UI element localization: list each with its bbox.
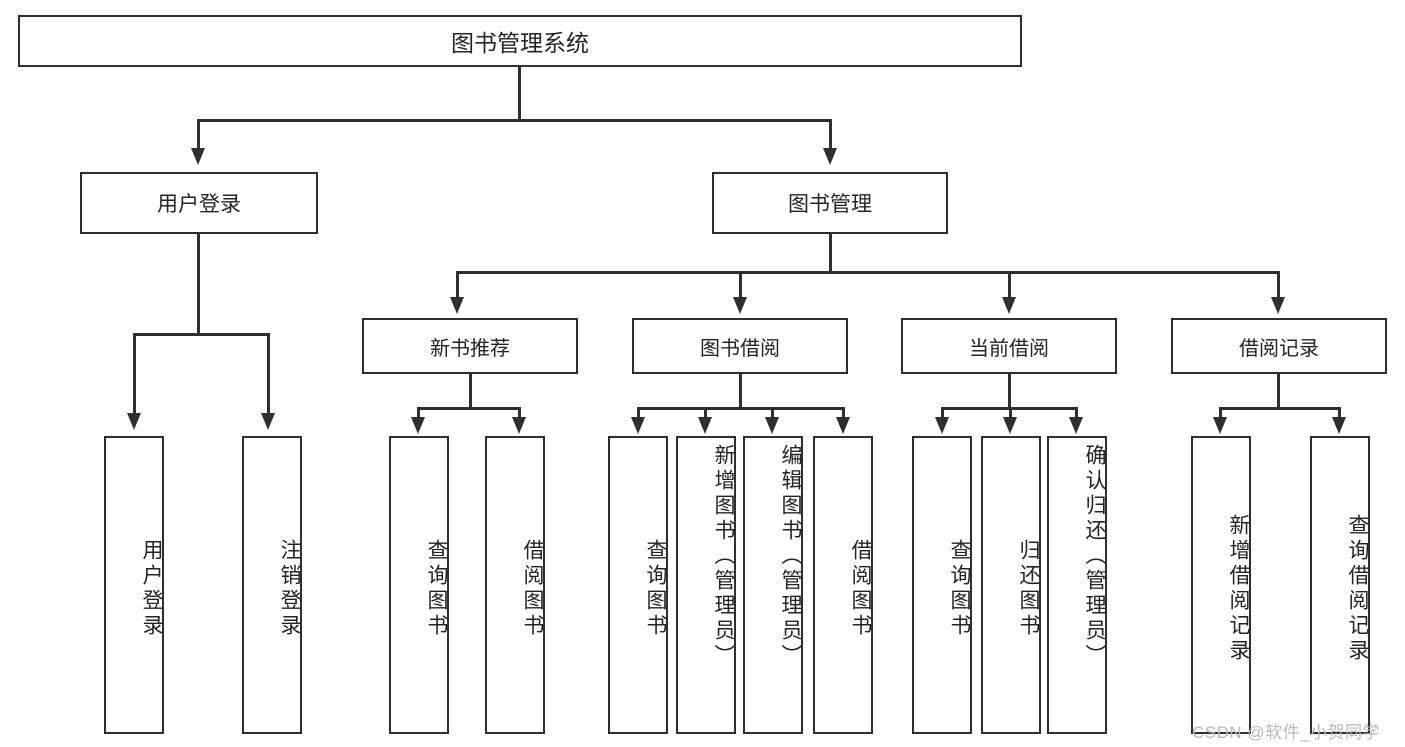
node-label: 用户登录 [157,193,241,216]
arrowhead-user-login [191,148,205,165]
arrowhead-leaf-borrow-book-1 [512,417,526,434]
node-label: 新书推荐 [430,337,510,360]
leaf-edit-book-admin[interactable]: 编辑图书（管理员） [743,436,803,734]
edge-borrow-record-stem [1277,374,1280,407]
edge-to-book-management [829,119,832,151]
node-label: 借阅记录 [1239,337,1319,360]
node-user-login[interactable]: 用户登录 [80,172,318,234]
arrowhead-leaf-borrow-book-2 [836,417,850,434]
edge-current-borrow-stem [1008,374,1011,407]
node-label: 确认归还（管理员） [1083,444,1106,669]
edge-borrow-record-leaf-1 [1219,407,1222,419]
edge-new-book-recommend-stem [469,374,472,407]
arrowhead-book-management [823,148,837,165]
node-label: 当前借阅 [969,337,1049,360]
arrowhead-book-borrow [733,297,747,314]
edge-book-borrow-leaf-1 [637,407,640,419]
node-label: 归还图书 [1017,539,1040,639]
arrowhead-leaf-query-book-2 [631,417,645,434]
edge-user-login-leaf-1 [133,333,136,415]
leaf-add-book-admin[interactable]: 新增图书（管理员） [676,436,736,734]
arrowhead-new-book-recommend [450,297,464,314]
node-label: 借阅图书 [521,539,544,639]
edge-new-book-recommend-leaf-2 [518,407,521,419]
node-label: 图书管理 [788,193,872,216]
leaf-borrow-book-recommend[interactable]: 借阅图书 [485,436,545,734]
node-label: 编辑图书（管理员） [779,444,802,669]
leaf-logout[interactable]: 注销登录 [242,436,302,734]
node-label: 用户登录 [140,539,163,639]
node-borrow-record[interactable]: 借阅记录 [1171,318,1387,374]
edge-book-borrow-bus [637,407,845,410]
node-current-borrow[interactable]: 当前借阅 [901,318,1117,374]
arrowhead-leaf-logout [261,413,275,430]
arrowhead-leaf-user-login [127,413,141,430]
leaf-add-borrow-record[interactable]: 新增借阅记录 [1191,436,1251,734]
edge-to-borrow-record [1277,271,1280,299]
arrowhead-leaf-query-record [1332,417,1346,434]
edge-borrow-record-leaf-2 [1338,407,1341,419]
node-label: 图书借阅 [700,337,780,360]
arrowhead-leaf-query-book-1 [411,417,425,434]
leaf-user-login[interactable]: 用户登录 [104,436,164,734]
node-label: 查询图书 [948,539,971,639]
node-label: 新增借阅记录 [1227,514,1250,664]
edge-user-login-leaf-2 [267,333,270,415]
edge-borrow-record-bus [1219,407,1341,410]
edge-root-stem [518,67,521,119]
node-label: 新增图书（管理员） [712,444,735,669]
edge-user-login-bus [133,333,270,336]
edge-book-management-stem [829,234,832,271]
edge-book-borrow-leaf-3 [771,407,774,419]
leaf-query-book-recommend[interactable]: 查询图书 [389,436,449,734]
node-label: 注销登录 [278,539,301,639]
node-label: 借阅图书 [849,539,872,639]
edge-level1-bus [197,119,832,122]
edge-current-borrow-leaf-2 [1009,407,1012,419]
leaf-query-borrow-record[interactable]: 查询借阅记录 [1310,436,1370,734]
leaf-confirm-return-admin[interactable]: 确认归还（管理员） [1047,436,1107,734]
node-label: 查询图书 [644,539,667,639]
edge-book-borrow-stem [739,374,742,407]
leaf-query-book-current[interactable]: 查询图书 [912,436,972,734]
edge-to-current-borrow [1008,271,1011,299]
edge-level2-bus [456,271,1280,274]
edge-to-new-book-recommend [456,271,459,299]
edge-user-login-stem [197,234,200,333]
leaf-borrow-book[interactable]: 借阅图书 [813,436,873,734]
edge-book-borrow-leaf-4 [842,407,845,419]
edge-current-borrow-leaf-1 [941,407,944,419]
edge-book-borrow-leaf-2 [704,407,707,419]
arrowhead-leaf-confirm-return [1069,417,1083,434]
arrowhead-leaf-edit-book [765,417,779,434]
node-label: 图书管理系统 [451,30,589,56]
arrowhead-leaf-add-book [698,417,712,434]
arrowhead-leaf-query-book-3 [935,417,949,434]
node-book-borrow[interactable]: 图书借阅 [632,318,848,374]
node-root-book-management-system[interactable]: 图书管理系统 [18,15,1022,67]
watermark-csdn: CSDN @软件_小贺同学 [1192,723,1381,742]
leaf-return-book[interactable]: 归还图书 [981,436,1041,734]
edge-new-book-recommend-leaf-1 [417,407,420,419]
arrowhead-leaf-add-record [1213,417,1227,434]
edge-to-user-login [197,119,200,151]
node-label: 查询借阅记录 [1346,514,1369,664]
edge-to-book-borrow [739,271,742,299]
leaf-query-book-borrow[interactable]: 查询图书 [608,436,668,734]
edge-new-book-recommend-bus [417,407,521,410]
arrowhead-borrow-record [1271,297,1285,314]
arrowhead-current-borrow [1002,297,1016,314]
node-new-book-recommend[interactable]: 新书推荐 [362,318,578,374]
edge-current-borrow-leaf-3 [1075,407,1078,419]
arrowhead-leaf-return-book [1003,417,1017,434]
node-book-management[interactable]: 图书管理 [712,172,948,234]
node-label: 查询图书 [425,539,448,639]
